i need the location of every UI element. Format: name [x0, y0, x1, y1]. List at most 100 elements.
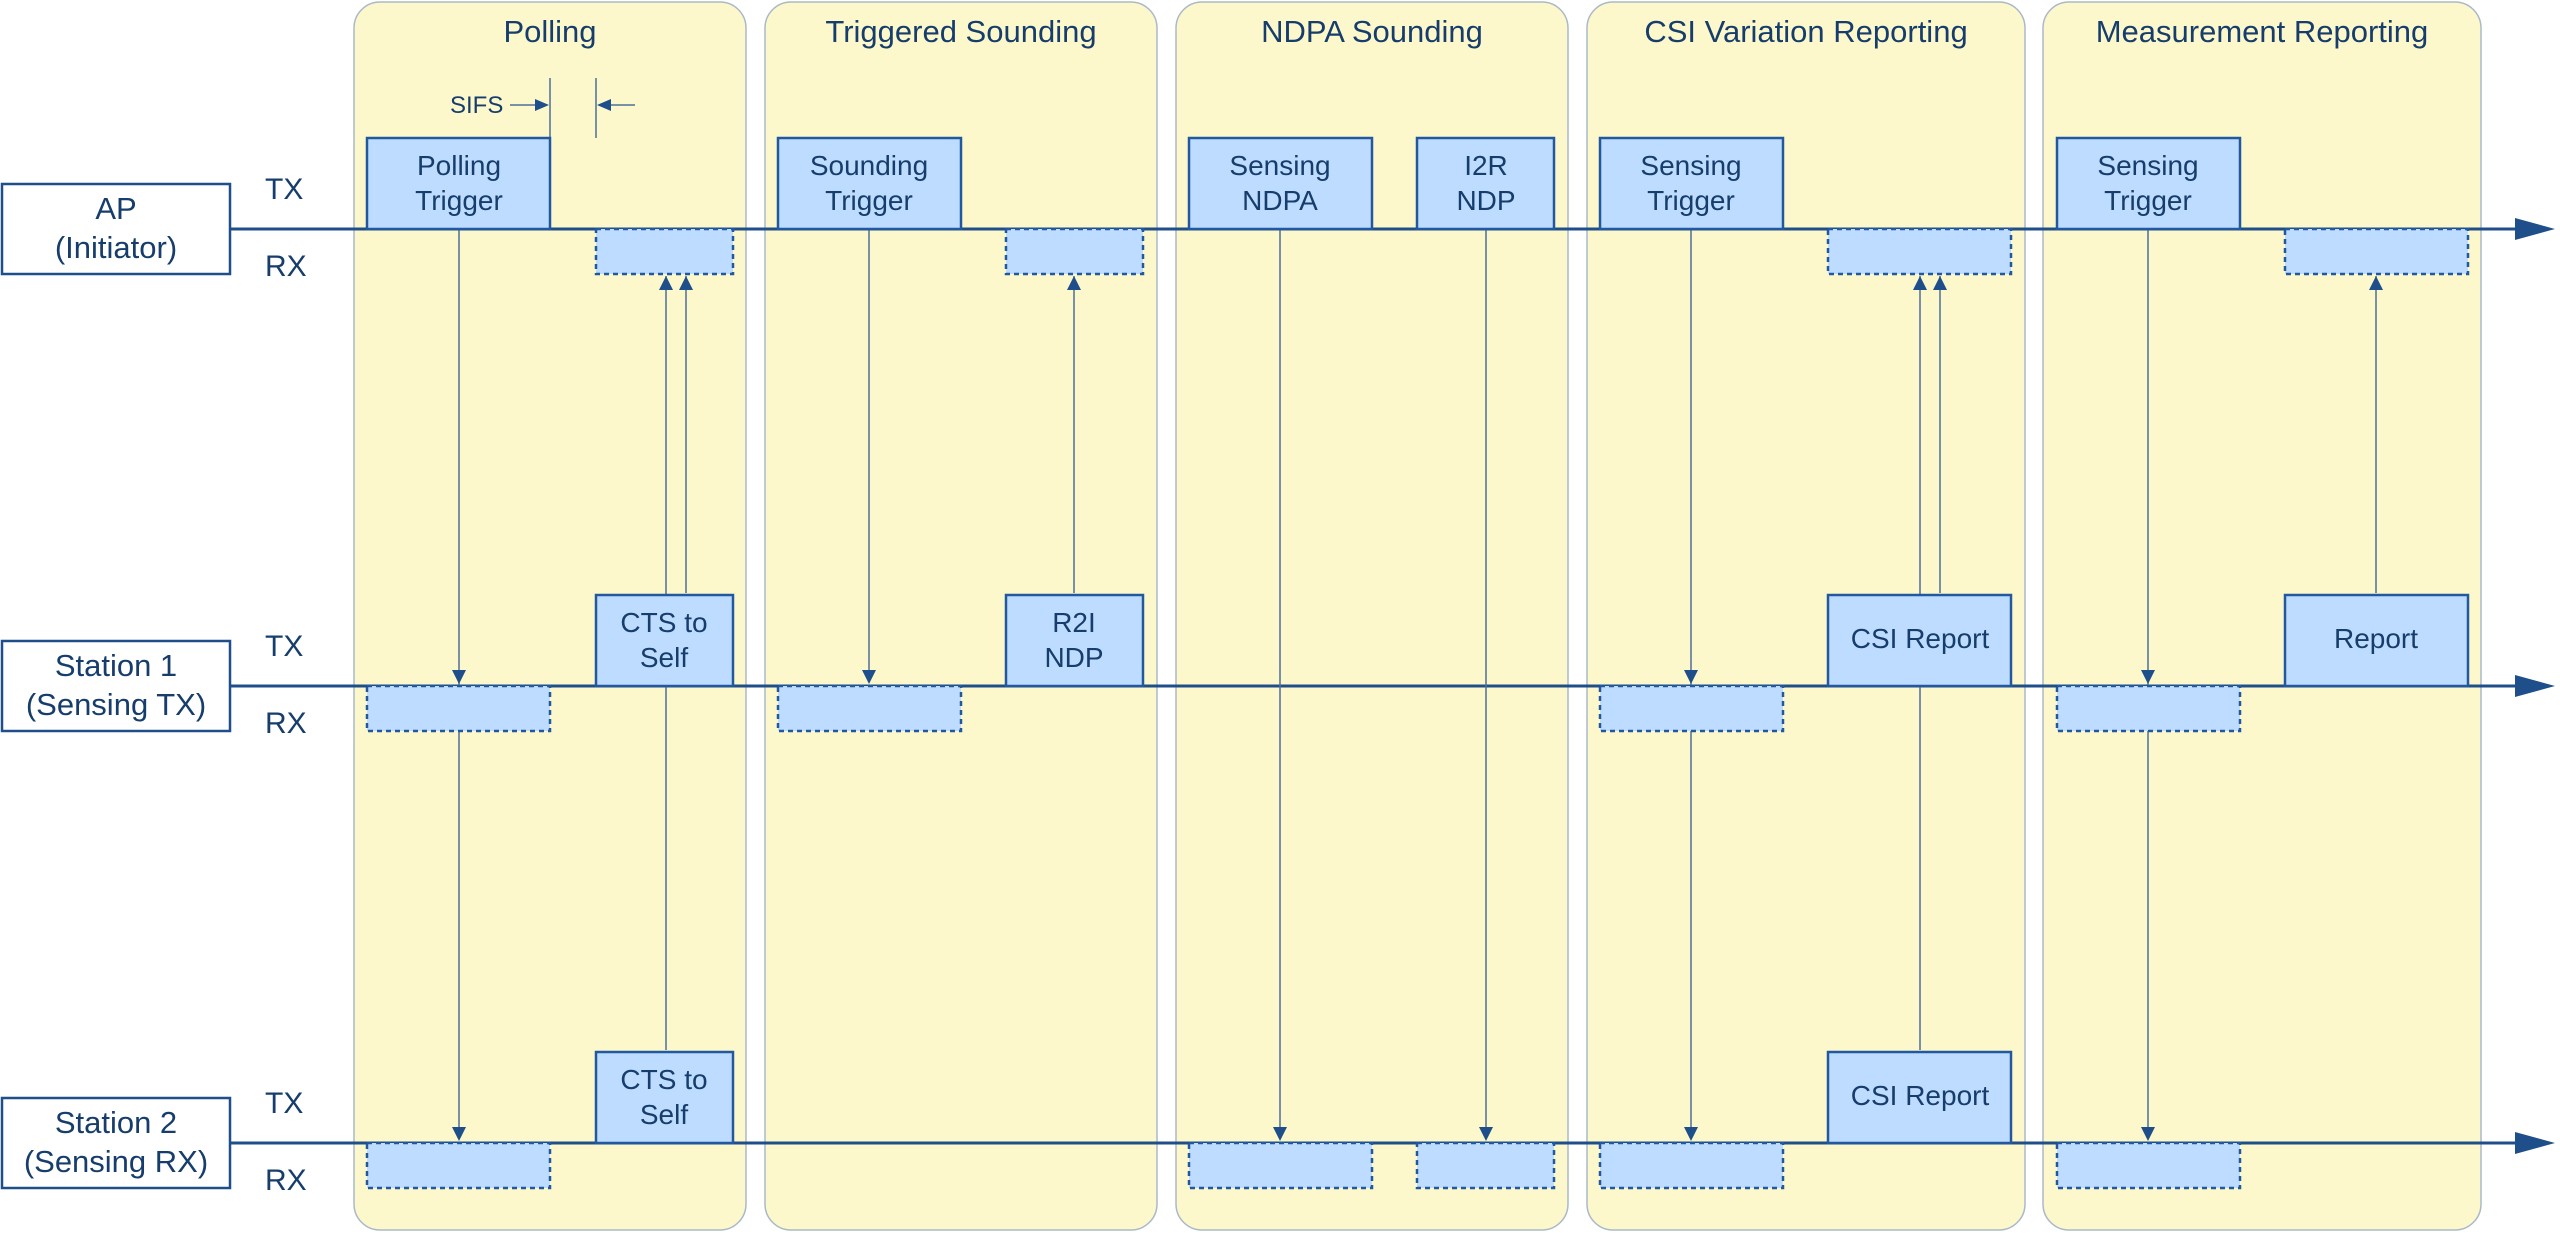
rx-label-ap: RX — [265, 250, 307, 283]
arrowhead-measurement-trigger-station-1 — [2141, 670, 2155, 684]
frame-label-line-1: Sounding — [810, 150, 928, 181]
frame-label-line-1: Sensing — [2097, 150, 2198, 181]
frame-i2r-ndp: I2R NDP — [1415, 136, 1556, 231]
sifs-annotation: SIFS — [450, 78, 635, 138]
phase-title-polling: Polling — [503, 14, 596, 49]
phase-panel-triggered-sounding — [764, 1, 1158, 1231]
arrowhead-measurement-trigger-station-2 — [2141, 1127, 2155, 1141]
station-role-station-2: (Sensing RX) — [24, 1144, 208, 1179]
frame-label: Report — [2334, 623, 2418, 654]
rx-slot-station-2-csi — [1598, 1141, 1785, 1190]
frame-label: CSI Report — [1851, 623, 1990, 654]
rx-slot-station-2-measurement — [2055, 1141, 2242, 1190]
sifs-label: SIFS — [450, 92, 503, 119]
rx-slot-station-1-csi — [1598, 684, 1785, 733]
frame-label-line-1: R2I — [1052, 607, 1096, 638]
arrowhead-polling-station-2 — [452, 1127, 466, 1141]
frame-box — [1004, 593, 1145, 688]
frame-label-line-2: Self — [640, 642, 688, 673]
rx-label-station-2: RX — [265, 1164, 307, 1197]
frame-label-line-1: CTS to — [620, 1064, 707, 1095]
frame-label-line-2: Self — [640, 1099, 688, 1130]
rx-slot-ap-polling — [594, 227, 735, 276]
station-role-station-1: (Sensing TX) — [26, 687, 206, 722]
phase-panel-measurement-reporting — [2042, 1, 2482, 1231]
frame-sensing-trigger-measurement: Sensing Trigger — [2055, 136, 2242, 231]
phase-panel-csi-variation-reporting — [1586, 1, 2026, 1231]
station-box-ap — [0, 182, 232, 276]
frame-label-line-2: NDP — [1044, 642, 1103, 673]
station-box-station-2 — [0, 1096, 232, 1190]
timeline-arrowhead-station-2 — [2515, 1132, 2555, 1154]
frame-box — [594, 593, 735, 688]
frame-box — [776, 136, 963, 231]
rx-slot-station-2-polling — [365, 1141, 552, 1190]
frame-box — [594, 1050, 735, 1145]
phase-title-triggered-sounding: Triggered Sounding — [825, 14, 1096, 49]
frame-label-line-1: CTS to — [620, 607, 707, 638]
frame-label: CSI Report — [1851, 1080, 1990, 1111]
arrowhead-csi-report-station-2 — [1913, 276, 1927, 290]
frame-label-line-2: Trigger — [825, 185, 913, 216]
rx-slot-station-2-ndp — [1415, 1141, 1556, 1190]
frame-cts-to-self-station-1: CTS to Self — [594, 593, 735, 688]
frame-label-line-2: Trigger — [1647, 185, 1735, 216]
frame-label-line-2: NDPA — [1242, 185, 1318, 216]
frame-box — [1826, 593, 2013, 688]
tx-label-ap: TX — [265, 173, 303, 206]
station-role-ap: (Initiator) — [55, 230, 177, 265]
frame-csi-report-station-1: CSI Report — [1826, 593, 2013, 688]
arrowhead-cts-station-2 — [659, 276, 673, 290]
arrowhead-csi-trigger-station-1 — [1684, 670, 1698, 684]
phase-title-measurement-reporting: Measurement Reporting — [2096, 14, 2429, 49]
arrowhead-csi-trigger-station-2 — [1684, 1127, 1698, 1141]
arrowhead-r2i-ndp — [1067, 276, 1081, 290]
frame-report-station-1: Report — [2283, 593, 2470, 688]
station-name-station-2: Station 2 — [55, 1105, 177, 1140]
phase-title-ndpa-sounding: NDPA Sounding — [1261, 14, 1483, 49]
phase-panel-polling — [353, 1, 747, 1231]
arrowhead-i2r-ndp — [1479, 1127, 1493, 1141]
rx-slot-station-1-measurement — [2055, 684, 2242, 733]
frame-r2i-ndp: R2I NDP — [1004, 593, 1145, 688]
frame-label-line-2: Trigger — [415, 185, 503, 216]
rx-slot-ap-measurement — [2283, 227, 2470, 276]
frame-label-line-2: Trigger — [2104, 185, 2192, 216]
frame-box — [365, 136, 552, 231]
tx-label-station-2: TX — [265, 1087, 303, 1120]
frame-label-line-1: Sensing — [1640, 150, 1741, 181]
frame-box — [2055, 136, 2242, 231]
rx-label-station-1: RX — [265, 707, 307, 740]
frame-box — [2283, 593, 2470, 688]
tx-label-station-1: TX — [265, 630, 303, 663]
arrowhead-report — [2369, 276, 2383, 290]
arrowhead-sounding-trigger — [862, 670, 876, 684]
rx-slot-station-1-triggered-sounding — [776, 684, 963, 733]
arrowhead-csi-report-station-1 — [1933, 276, 1947, 290]
frame-cts-to-self-station-2: CTS to Self — [594, 1050, 735, 1145]
frame-sensing-ndpa: Sensing NDPA — [1187, 136, 1374, 231]
station-name-station-1: Station 1 — [55, 648, 177, 683]
station-label-station-1: Station 1 (Sensing TX) — [0, 639, 232, 733]
frame-label-line-1: Sensing — [1229, 150, 1330, 181]
phase-title-csi-variation-reporting: CSI Variation Reporting — [1644, 14, 1967, 49]
frame-box — [1187, 136, 1374, 231]
sifs-arrowhead-right — [597, 99, 611, 111]
rx-slot-ap-triggered-sounding — [1004, 227, 1145, 276]
arrowhead-sensing-ndpa — [1273, 1127, 1287, 1141]
rx-slot-ap-csi — [1826, 227, 2013, 276]
station-label-station-2: Station 2 (Sensing RX) — [0, 1096, 232, 1190]
frame-sensing-trigger-csi: Sensing Trigger — [1598, 136, 1785, 231]
arrowhead-cts-station-1 — [679, 276, 693, 290]
arrowhead-polling-station-1 — [452, 670, 466, 684]
timeline-arrowhead-station-1 — [2515, 675, 2555, 697]
station-label-ap: AP (Initiator) — [0, 182, 232, 276]
frame-box — [1415, 136, 1556, 231]
phase-panel-ndpa-sounding — [1175, 1, 1569, 1231]
frame-polling-trigger: Polling Trigger — [365, 136, 552, 231]
frame-label-line-2: NDP — [1456, 185, 1515, 216]
frame-box — [1598, 136, 1785, 231]
timeline-arrowhead-ap — [2515, 218, 2555, 240]
frame-csi-report-station-2: CSI Report — [1826, 1050, 2013, 1145]
